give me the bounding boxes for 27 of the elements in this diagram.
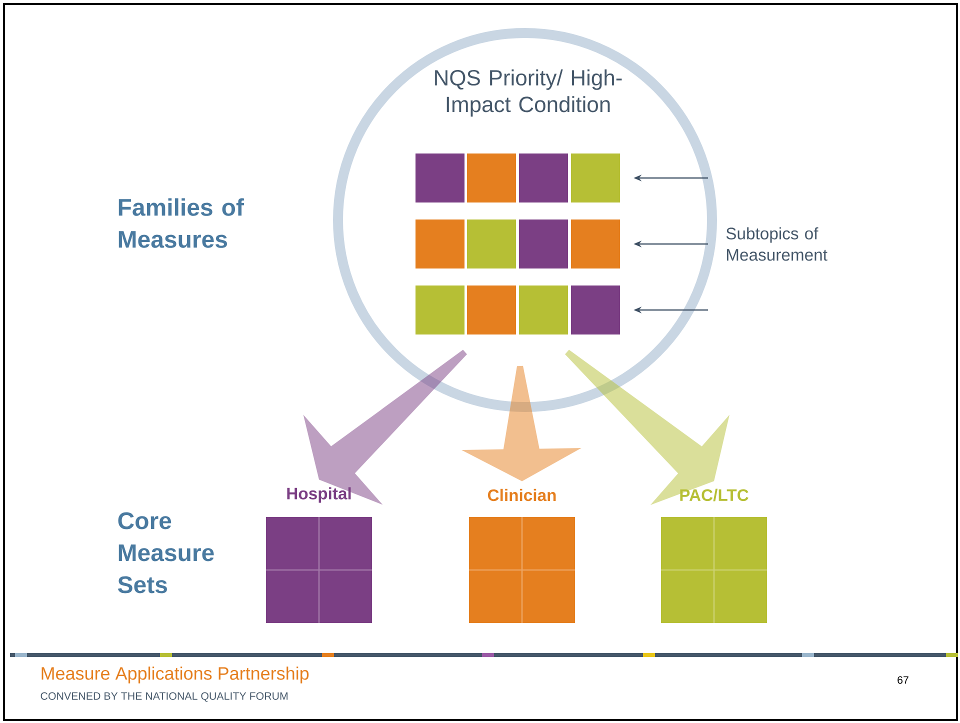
footer-title: Measure Applications Partnership	[42, 666, 309, 684]
color-square	[467, 154, 516, 202]
wide-arrow	[462, 366, 582, 482]
color-square	[467, 220, 516, 268]
wide-arrow	[565, 350, 730, 505]
wide-arrow	[303, 350, 467, 505]
color-square	[519, 220, 568, 268]
color-square	[416, 154, 464, 202]
color-square	[519, 286, 568, 334]
color-square	[571, 154, 620, 202]
heading-text: Families of Measures	[118, 198, 244, 248]
annotation-text: Subtopics of Measurement	[726, 227, 828, 261]
core-set-square: PAC/LTC	[660, 488, 768, 624]
node-label: Hospital	[287, 487, 351, 503]
color-square	[519, 154, 568, 202]
color-square	[571, 220, 620, 268]
color-square	[467, 286, 516, 334]
heading-text: Core Measure Sets	[118, 512, 214, 594]
core-set-square: Hospital	[265, 487, 373, 624]
color-square	[416, 220, 464, 268]
node-label: Clinician	[488, 488, 556, 502]
node-label: PAC/LTC	[680, 488, 748, 502]
color-square	[416, 286, 464, 334]
page-number: 67	[898, 676, 908, 684]
core-set-square: Clinician	[468, 488, 576, 624]
color-square	[571, 286, 620, 334]
footer-subtitle: CONVENED BY THE NATIONAL QUALITY FORUM	[40, 692, 288, 702]
